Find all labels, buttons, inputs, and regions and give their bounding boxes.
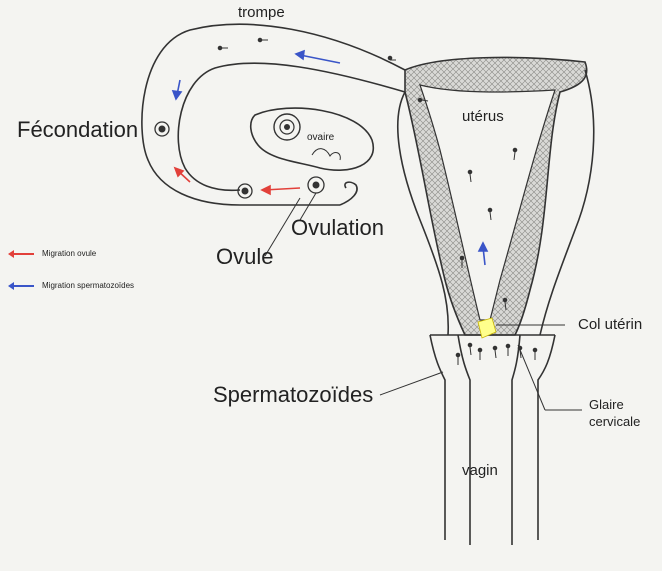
label-spermatozoides: Spermatozoïdes bbox=[213, 382, 373, 408]
fallopian-tube bbox=[142, 24, 405, 205]
label-glaire-line2: cervicale bbox=[589, 414, 640, 429]
label-vagin: vagin bbox=[462, 462, 498, 479]
legend-item-sperm: Migration spermatozoïdes bbox=[10, 281, 134, 290]
label-ovulation: Ovulation bbox=[291, 215, 384, 241]
uterus bbox=[398, 57, 594, 335]
legend-red-arrow-icon bbox=[10, 253, 34, 255]
label-trompe: trompe bbox=[238, 4, 285, 21]
label-glaire-line1: Glaire bbox=[589, 397, 624, 412]
label-uterus: utérus bbox=[462, 108, 504, 125]
legend-item-ovule: Migration ovule bbox=[10, 249, 96, 258]
vagina bbox=[430, 335, 555, 545]
label-fecondation: Fécondation bbox=[17, 117, 138, 143]
label-col-uterin: Col utérin bbox=[578, 316, 642, 333]
legend-label-sperm: Migration spermatozoïdes bbox=[42, 281, 134, 290]
legend-blue-arrow-icon bbox=[10, 285, 34, 287]
label-ovaire: ovaire bbox=[307, 132, 334, 143]
label-ovule: Ovule bbox=[216, 244, 273, 270]
legend-label-ovule: Migration ovule bbox=[42, 249, 96, 258]
